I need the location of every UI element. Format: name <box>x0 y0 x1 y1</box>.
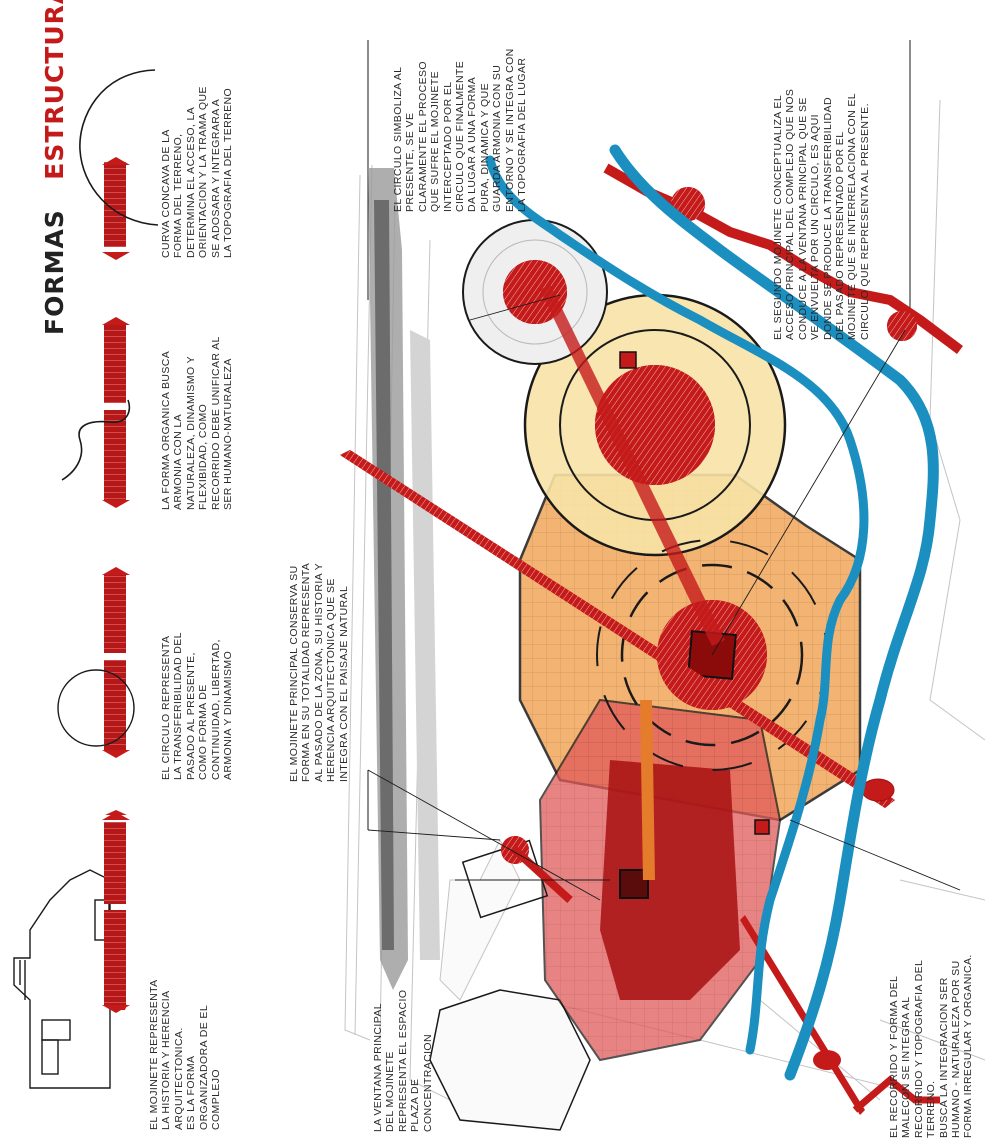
legend-bars <box>102 157 130 1013</box>
annotation-ventana-principal: LA VENTANA PRINCIPAL DEL MOJINETE REPRES… <box>372 990 434 1132</box>
legend-concave-text: CURVA CONCAVA DE LA FORMA DEL TERRENO, D… <box>160 86 234 258</box>
annotation-mojinete-principal: EL MOJINETE PRINCIPAL CONSERVA SU FORMA … <box>288 563 350 782</box>
legend-circle-text: EL CIRCULO REPRESENTA LA TRANSFERIBILIDA… <box>160 632 234 780</box>
annotation-recorrido-malecon: EL RECORRIDO Y FORMA DEL MALECON SE INTE… <box>888 954 975 1138</box>
mojinete-icon <box>14 870 110 1088</box>
annotation-segundo-mojinete: EL SEGUNDO MOJINETE CONCEPTUALIZA EL ACC… <box>772 89 871 340</box>
legend-organic-text: LA FORMA ORGANICA BUSCA ARMONIA CON LA N… <box>160 336 234 510</box>
annotation-circulo-presente: EL CIRCULO SIMBOLIZA AL PRESENTE, SE VE … <box>392 48 528 212</box>
legend-mojinete-text: EL MOJINETE REPRESENTA LA HISTORIA Y HER… <box>148 979 222 1130</box>
